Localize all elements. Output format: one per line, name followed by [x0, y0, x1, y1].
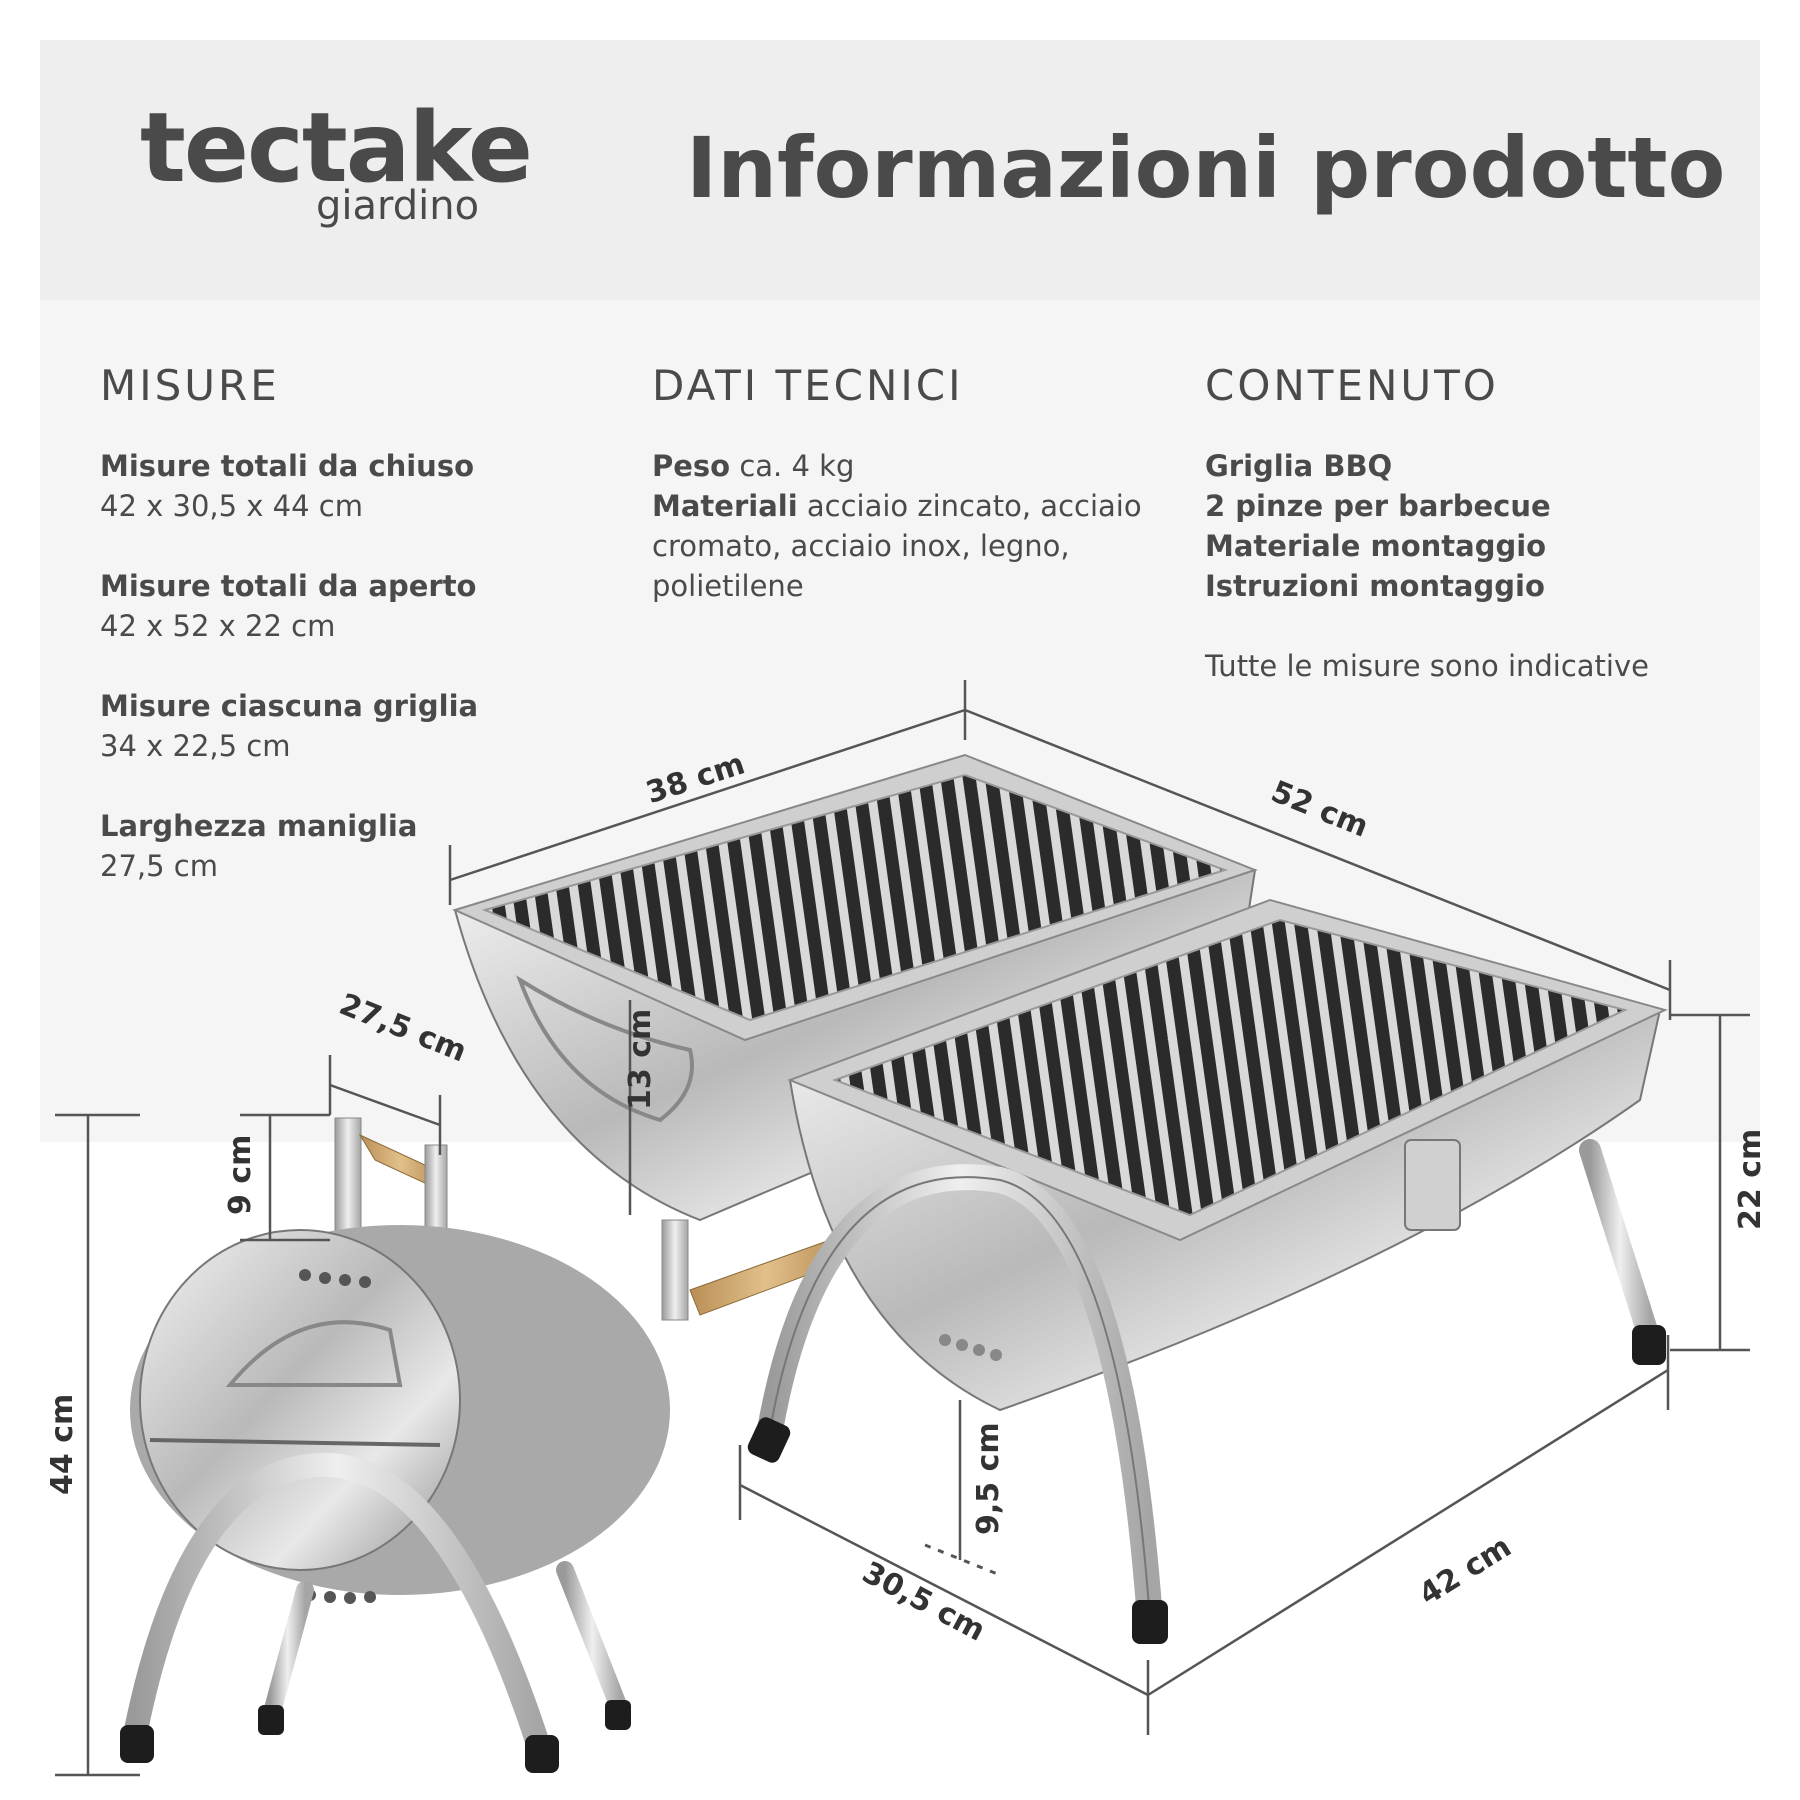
- dim-handle-height: 9 cm: [223, 1135, 258, 1215]
- open-grill-right-half: [747, 898, 1668, 1644]
- misure-value: 42 x 30,5 x 44 cm: [100, 489, 363, 523]
- peso-value: ca. 4 kg: [739, 449, 855, 483]
- materiali-line: Materiali acciaio zincato, acciaio croma…: [652, 486, 1152, 606]
- contenuto-heading: CONTENUTO: [1205, 361, 1499, 410]
- dim-leg-height: 9,5 cm: [971, 1422, 1006, 1535]
- misure-value: 27,5 cm: [100, 849, 218, 883]
- closed-grill: [120, 1117, 670, 1773]
- misure-column: MISURE Misure totali da chiuso 42 x 30,5…: [100, 360, 620, 926]
- dim-thirteen: 13 cm: [623, 1009, 658, 1110]
- misure-item: Misure ciascuna griglia 34 x 22,5 cm: [100, 686, 620, 766]
- dim-closed-height: 44 cm: [45, 1394, 80, 1495]
- header-band: [40, 40, 1760, 300]
- handle: [661, 1219, 843, 1321]
- misure-value: 42 x 52 x 22 cm: [100, 609, 336, 643]
- contenuto-column: CONTENUTO Griglia BBQ 2 pinze per barbec…: [1205, 360, 1725, 686]
- misure-heading: MISURE: [100, 361, 280, 410]
- misure-item: Larghezza maniglia 27,5 cm: [100, 806, 620, 886]
- materiali-value: acciaio zincato, acciaio cromato, acciai…: [652, 489, 1142, 603]
- measurement-note: Tutte le misure sono indicative: [1205, 649, 1649, 683]
- contenuto-item: 2 pinze per barbecue: [1205, 489, 1551, 523]
- misure-value: 34 x 22,5 cm: [100, 729, 291, 763]
- peso-line: Peso ca. 4 kg: [652, 446, 1152, 486]
- misure-label: Misure ciascuna griglia: [100, 689, 479, 723]
- dim-open-depth: 38 cm: [642, 746, 749, 811]
- misure-label: Misure totali da aperto: [100, 569, 477, 603]
- misure-item: Misure totali da aperto 42 x 52 x 22 cm: [100, 566, 620, 646]
- page-title: Informazioni prodotto: [686, 119, 1726, 217]
- contenuto-item: Istruzioni montaggio: [1205, 569, 1545, 603]
- brand-subtitle: giardino: [316, 183, 480, 229]
- misure-item: Misure totali da chiuso 42 x 30,5 x 44 c…: [100, 446, 620, 526]
- brand-logo: tectake: [140, 92, 533, 204]
- dati-tecnici-column: DATI TECNICI Peso ca. 4 kg Materiali acc…: [652, 360, 1152, 606]
- misure-label: Larghezza maniglia: [100, 809, 418, 843]
- misure-label: Misure totali da chiuso: [100, 449, 474, 483]
- contenuto-item: Griglia BBQ: [1205, 449, 1393, 483]
- peso-label: Peso: [652, 449, 731, 483]
- open-grill-left-half: [452, 753, 1258, 1222]
- dati-tecnici-heading: DATI TECNICI: [652, 361, 964, 410]
- materiali-label: Materiali: [652, 489, 798, 523]
- dim-handle-width: 27,5 cm: [334, 987, 471, 1069]
- dim-closed-depth: 30,5 cm: [857, 1555, 991, 1649]
- dimension-lines: [55, 680, 1750, 1777]
- dim-open-height: 22 cm: [1733, 1129, 1768, 1230]
- dim-closed-length: 42 cm: [1413, 1529, 1517, 1612]
- dim-open-width: 52 cm: [1266, 774, 1373, 844]
- contenuto-item: Materiale montaggio: [1205, 529, 1547, 563]
